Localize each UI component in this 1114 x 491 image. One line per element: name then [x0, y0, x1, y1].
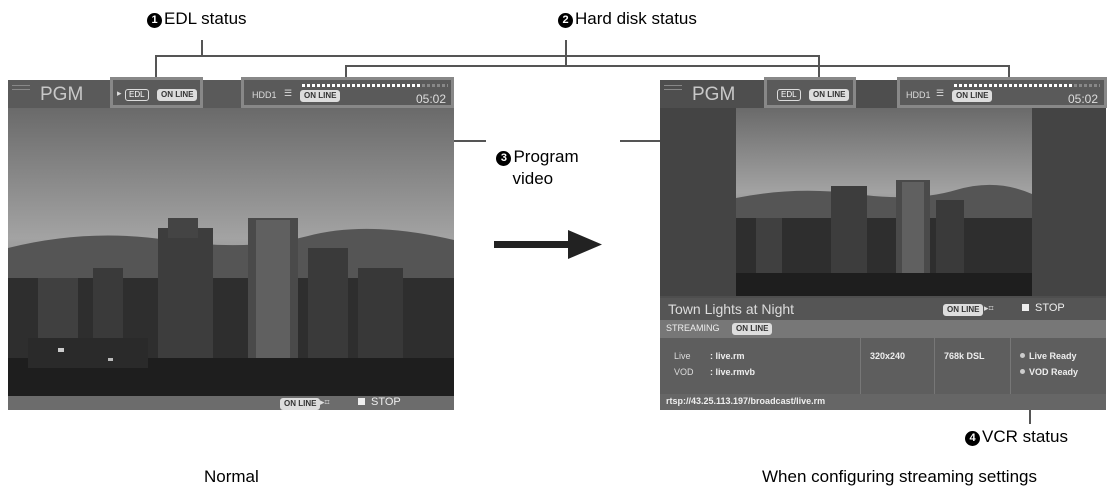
arrow-right-icon [494, 230, 602, 259]
callout-label: EDL status [164, 9, 247, 28]
hdd-label: HDD1 [906, 90, 931, 100]
edl-badge: EDL [777, 89, 801, 101]
hdd-online-badge: ON LINE [300, 90, 341, 102]
callout-label: Program video [512, 147, 579, 188]
hdd-online-badge: ON LINE [952, 90, 993, 102]
hdd-capacity-meter [302, 84, 422, 87]
table-divider [860, 338, 861, 394]
live-status: Live Ready [1020, 351, 1077, 361]
hdd-time: 05:02 [416, 92, 447, 106]
resolution: 320x240 [870, 351, 906, 361]
hdd-status-box: HDD1 ☰ ON LINE 05:02 [241, 77, 454, 108]
program-video [736, 108, 1032, 296]
bitrate: 768k DSL [944, 351, 985, 361]
pgm-title: PGM [40, 84, 84, 105]
callout-number: 1 [147, 13, 162, 28]
hdd-connector [345, 65, 347, 77]
title-row: Town Lights at Night ON LINE ▸⌗ STOP [660, 298, 1106, 320]
vcr-online-badge: ON LINE [280, 398, 321, 410]
program-title: Town Lights at Night [668, 301, 795, 317]
caption-normal: Normal [204, 467, 259, 486]
hdd-disk-icon: ☰ [284, 88, 293, 98]
hdd-label: HDD1 [252, 90, 277, 100]
edl-status-box: EDL ON LINE [764, 77, 856, 108]
vcr-icon: ▸⌗ [984, 303, 994, 313]
hdd-connector [1008, 65, 1010, 77]
vcr-status-bar: ON LINE ▸⌗ STOP [8, 396, 454, 410]
hdd-capacity-meter [954, 84, 1074, 87]
edl-connector [201, 40, 203, 56]
callout-label: VCR status [982, 427, 1068, 446]
hdd-disk-icon: ☰ [936, 88, 945, 98]
vcr-online-badge: ON LINE [943, 304, 984, 316]
vcr-stop-label: STOP [1022, 302, 1065, 314]
table-divider [934, 338, 935, 394]
hdd-connector [565, 40, 567, 66]
stream-url: rtsp://43.25.113.197/broadcast/live.rm [666, 396, 826, 406]
hdd-status-box: HDD1 ☰ ON LINE 05:02 [897, 77, 1107, 108]
hdd-capacity-remaining [422, 84, 448, 87]
callout-number: 3 [496, 151, 512, 166]
edl-status-box: ▸ EDL ON LINE [110, 77, 203, 108]
vod-status: VOD Ready [1020, 367, 1078, 377]
pgm-title: PGM [692, 84, 736, 105]
program-video [8, 108, 454, 398]
vcr-stop-label: STOP [358, 396, 401, 408]
callout-label: Hard disk status [575, 9, 697, 28]
edl-connector [155, 55, 157, 77]
pillarbox-left [660, 108, 736, 296]
hdd-time: 05:02 [1068, 92, 1099, 106]
vcr-icon: ▸⌗ [320, 397, 330, 407]
edl-online-badge: ON LINE [809, 89, 850, 101]
hdd-connector [345, 65, 1010, 67]
edl-connector [155, 55, 820, 57]
callout-number: 4 [965, 431, 980, 446]
pgm-tab-icon [664, 85, 682, 90]
screen-streaming: PGM Town Lights at Night ON LINE ▸⌗ STOP… [660, 80, 1106, 410]
status-dot-icon [1020, 353, 1025, 358]
vod-file: : live.rmvb [710, 367, 756, 377]
callout-number: 2 [558, 13, 573, 28]
caption-streaming: When configuring streaming settings [762, 467, 1037, 486]
streaming-online-badge: ON LINE [732, 323, 773, 335]
pgm-tab-icon [12, 85, 30, 90]
vod-label: VOD [674, 367, 694, 377]
edl-arrow-icon: ▸ [117, 88, 122, 98]
hdd-capacity-remaining [1074, 84, 1100, 87]
streaming-header: STREAMING ON LINE [660, 320, 1106, 338]
edl-badge: EDL [125, 89, 149, 101]
screen-normal: PGM ON LINE ▸⌗ STOP [8, 80, 454, 410]
vod-status-text: VOD Ready [1029, 367, 1079, 377]
live-status-text: Live Ready [1029, 351, 1077, 361]
status-dot-icon [1020, 369, 1025, 374]
table-divider [1010, 338, 1011, 394]
pillarbox-right [1032, 108, 1106, 296]
live-file: : live.rm [710, 351, 745, 361]
edl-online-badge: ON LINE [157, 89, 198, 101]
streaming-label: STREAMING [666, 323, 720, 333]
url-bar: rtsp://43.25.113.197/broadcast/live.rm [660, 394, 1106, 410]
streaming-info-table: Live : live.rm VOD : live.rmvb 320x240 7… [660, 338, 1106, 394]
live-label: Live [674, 351, 691, 361]
